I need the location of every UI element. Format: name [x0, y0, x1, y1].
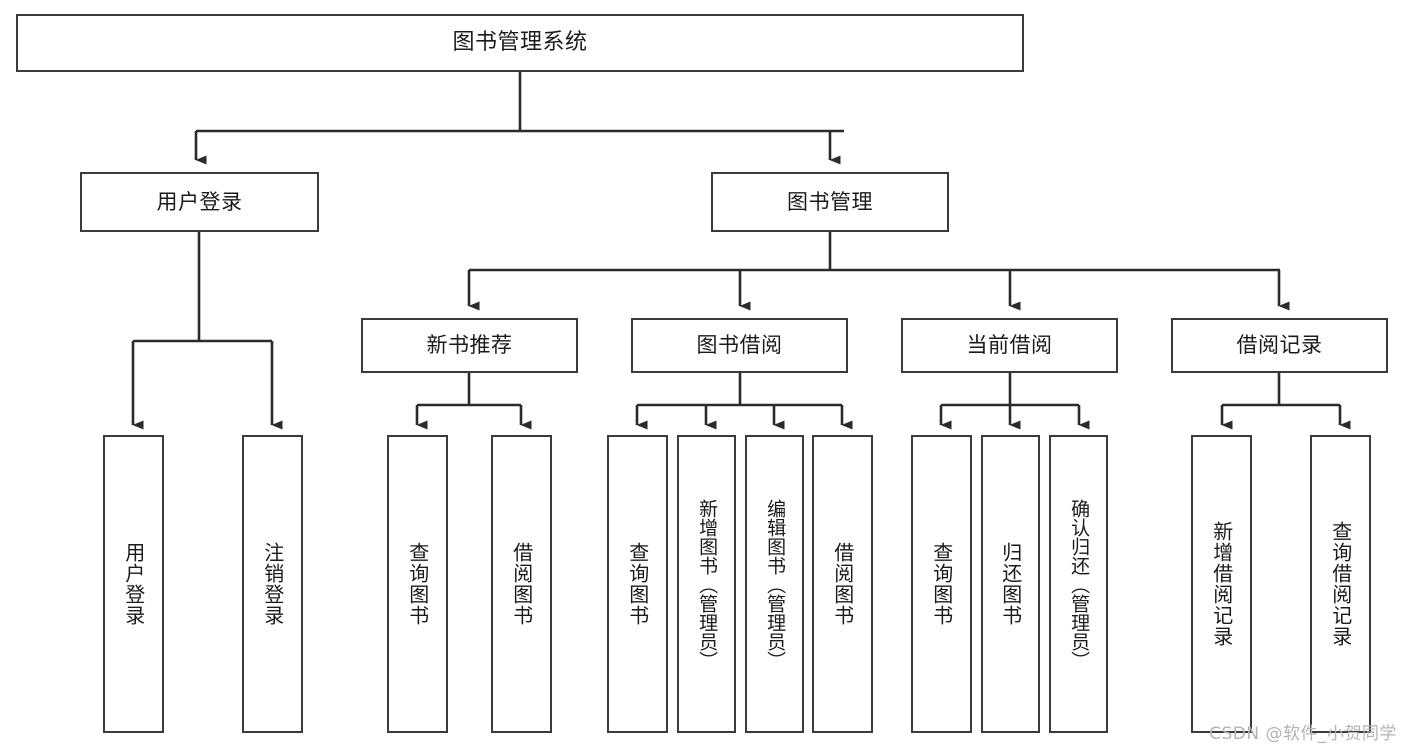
leaf-borrow-add-book-admin[interactable]: 新增图书（管理员） — [677, 435, 736, 733]
leaf-logout-label: 注销登录 — [260, 542, 285, 626]
node-new-book-recommend[interactable]: 新书推荐 — [361, 318, 578, 373]
node-current-borrow-label: 当前借阅 — [966, 333, 1053, 358]
leaf-borrow-query-book[interactable]: 查询图书 — [607, 435, 668, 733]
node-root-book-management-system[interactable]: 图书管理系统 — [16, 14, 1024, 72]
node-book-management[interactable]: 图书管理 — [711, 172, 949, 232]
leaf-current-confirm-return-admin[interactable]: 确认归还（管理员） — [1049, 435, 1108, 733]
watermark-text: CSDN @软件_小贺同学 — [1209, 724, 1397, 744]
leaf-record-add-record[interactable]: 新增借阅记录 — [1191, 435, 1252, 733]
leaf-record-query-record-label: 查询借阅记录 — [1328, 521, 1353, 647]
leaf-borrow-borrow-book-label: 借阅图书 — [830, 542, 855, 626]
leaf-record-add-record-label: 新增借阅记录 — [1209, 521, 1234, 647]
node-borrow-record[interactable]: 借阅记录 — [1171, 318, 1388, 373]
leaf-current-return-book-label: 归还图书 — [998, 542, 1023, 626]
leaf-borrow-borrow-book[interactable]: 借阅图书 — [812, 435, 873, 733]
node-book-borrow[interactable]: 图书借阅 — [631, 318, 848, 373]
leaf-logout[interactable]: 注销登录 — [242, 435, 303, 733]
leaf-borrow-query-book-label: 查询图书 — [625, 542, 650, 626]
node-root-label: 图书管理系统 — [452, 30, 588, 56]
node-book-management-label: 图书管理 — [787, 189, 873, 214]
leaf-record-query-record[interactable]: 查询借阅记录 — [1310, 435, 1371, 733]
node-new-book-recommend-label: 新书推荐 — [426, 333, 513, 358]
leaf-current-query-book-label: 查询图书 — [929, 542, 954, 626]
leaf-borrow-edit-book-admin[interactable]: 编辑图书（管理员） — [745, 435, 804, 733]
leaf-recommend-borrow-book[interactable]: 借阅图书 — [491, 435, 552, 733]
leaf-recommend-borrow-book-label: 借阅图书 — [509, 542, 534, 626]
leaf-current-query-book[interactable]: 查询图书 — [911, 435, 972, 733]
leaf-borrow-edit-book-admin-label: 编辑图书（管理员） — [764, 498, 787, 670]
node-user-login[interactable]: 用户登录 — [80, 172, 319, 232]
leaf-borrow-add-book-admin-label: 新增图书（管理员） — [696, 498, 719, 670]
node-current-borrow[interactable]: 当前借阅 — [901, 318, 1118, 373]
leaf-user-login[interactable]: 用户登录 — [103, 435, 164, 733]
node-borrow-record-label: 借阅记录 — [1236, 333, 1323, 358]
leaf-recommend-query-book-label: 查询图书 — [405, 542, 430, 626]
leaf-current-return-book[interactable]: 归还图书 — [981, 435, 1040, 733]
leaf-current-confirm-return-admin-label: 确认归还（管理员） — [1068, 498, 1091, 670]
leaf-user-login-label: 用户登录 — [121, 542, 146, 626]
node-user-login-label: 用户登录 — [156, 189, 243, 214]
leaf-recommend-query-book[interactable]: 查询图书 — [387, 435, 448, 733]
node-book-borrow-label: 图书借阅 — [696, 333, 783, 358]
